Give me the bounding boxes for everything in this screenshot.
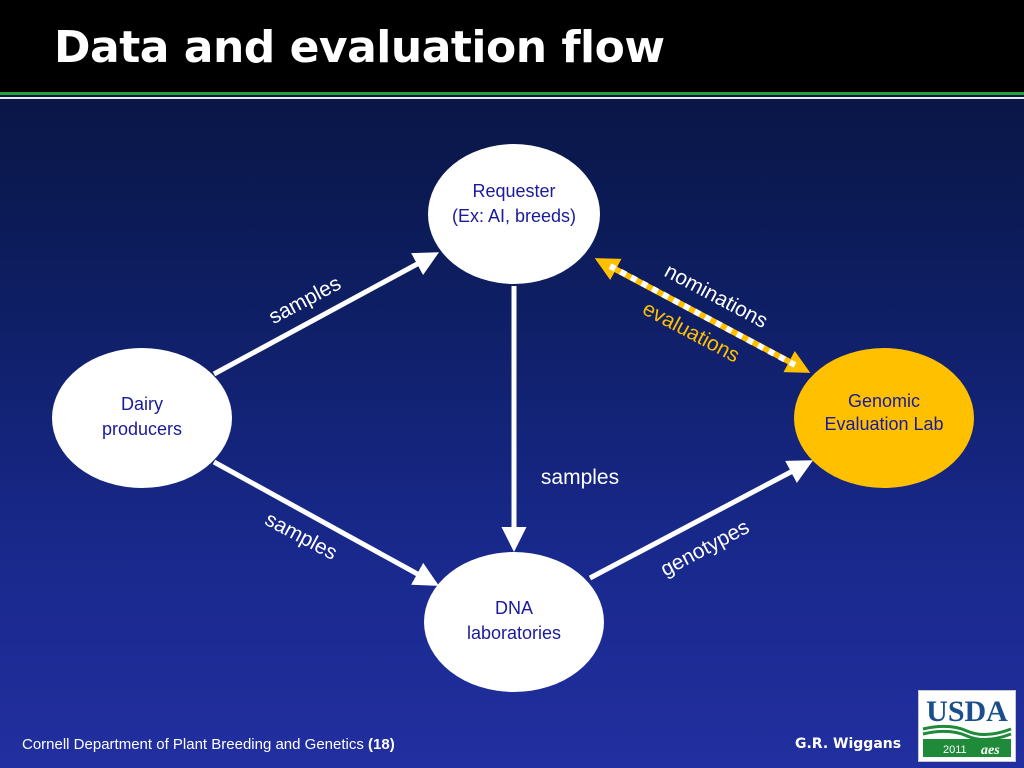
node-genomic-evaluation-lab: Genomic Evaluation Lab [794,348,974,488]
node-lab-line1: Genomic [848,391,920,411]
logo-year: 2011 [943,744,967,756]
node-dairy-line2: producers [102,419,182,439]
node-dairy-producers: Dairy producers [52,348,232,488]
title-bar: Data and evaluation flow [0,0,1024,92]
usda-logo: USDA 2011 aes [918,690,1016,762]
header-divider-white [0,97,1024,99]
svg-text:USDA: USDA [926,695,1008,728]
arrow-dairy-to-requester [212,252,440,377]
page-number: (18) [368,736,395,753]
edge-label-dna-to-lab: genotypes [657,515,753,581]
logo-mark: aes [981,743,1000,758]
node-dna-laboratories: DNA laboratories [424,552,604,692]
node-requester-line1: Requester [472,181,555,201]
node-requester: Requester (Ex: AI, breeds) [428,144,600,284]
arrow-dna-to-lab [588,460,814,581]
footer-author: G.R. Wiggans [795,736,902,752]
header-divider-green [0,92,1024,95]
node-dna-line1: DNA [495,598,533,618]
edge-label-dairy-to-dna: samples [261,508,341,565]
node-requester-line2: (Ex: AI, breeds) [452,206,576,226]
edge-label-dairy-to-requester: samples [265,272,345,329]
slide-title: Data and evaluation flow [54,22,665,73]
node-lab-line2: Evaluation Lab [824,414,943,434]
footer-source: Cornell Department of Plant Breeding and… [22,736,395,753]
arrow-dairy-to-dna [212,459,440,586]
node-dairy-line1: Dairy [121,394,163,414]
node-dna-line2: laboratories [467,623,561,643]
edge-label-requester-to-dna: samples [541,466,619,489]
footer-department: Cornell Department of Plant Breeding and… [22,736,364,753]
